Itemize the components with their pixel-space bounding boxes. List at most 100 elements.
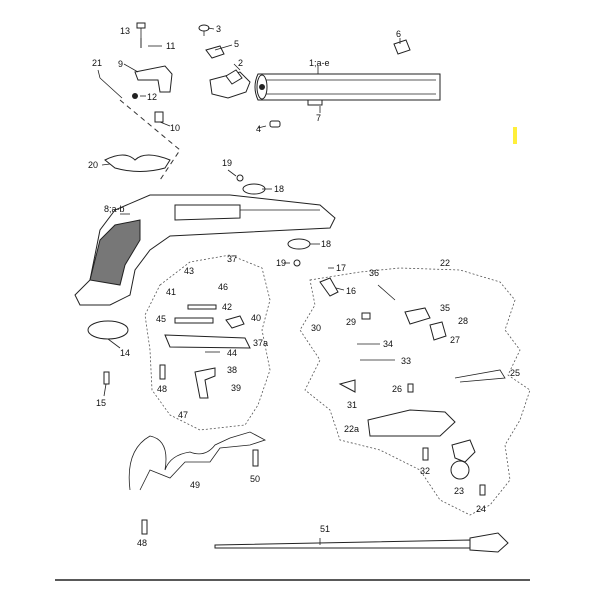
pin-part-29	[361, 312, 371, 320]
screw-part-19-bottom	[293, 259, 301, 267]
barrel	[254, 73, 441, 106]
side-plate-part-20	[104, 154, 171, 172]
label-32: 32	[420, 466, 430, 476]
label-18-top: 18	[274, 184, 284, 194]
ramrod-part-51	[214, 532, 509, 553]
rear-sight-part-9	[134, 65, 173, 93]
screw-part-32	[422, 447, 429, 461]
screw-part-48-b	[141, 519, 148, 535]
label-22a: 22a	[344, 424, 359, 434]
part-labels: 1;a-e 2 3 4 5 6 7 8;a-b 9 10 11 12 13 14…	[88, 24, 520, 548]
label-36: 36	[369, 268, 379, 278]
label-46: 46	[218, 282, 228, 292]
screw-part-15	[103, 371, 110, 385]
assembly-guide-line	[119, 99, 181, 181]
breech-plug	[209, 69, 251, 99]
trigger-guard-part-49	[128, 431, 267, 491]
label-38: 38	[227, 365, 237, 375]
wedge-part-4	[269, 120, 281, 128]
label-9: 9	[118, 59, 123, 69]
label-37a: 37a	[253, 338, 268, 348]
highlight-mark	[513, 127, 517, 144]
label-50: 50	[250, 474, 260, 484]
label-14: 14	[120, 348, 130, 358]
label-8: 8;a-b	[104, 204, 125, 214]
label-21: 21	[92, 58, 102, 68]
label-37: 37	[227, 254, 237, 264]
label-2: 2	[238, 58, 243, 68]
label-47: 47	[178, 410, 188, 420]
screw-part-48-a	[159, 364, 166, 380]
lock-region-outline	[299, 267, 531, 516]
mainspring-part-25	[454, 369, 506, 383]
label-42: 42	[222, 302, 232, 312]
screw-part-50	[252, 449, 259, 467]
pistol-stock	[74, 194, 336, 306]
label-6: 6	[396, 29, 401, 39]
label-19-bottom: 19	[276, 258, 286, 268]
trigger-part-38	[194, 367, 216, 399]
label-26: 26	[392, 384, 402, 394]
trigger-plate-37a	[164, 334, 251, 349]
lock-screw-part-16	[319, 277, 339, 297]
label-18-bottom: 18	[321, 239, 331, 249]
label-20: 20	[88, 160, 98, 170]
label-15: 15	[96, 398, 106, 408]
label-4: 4	[256, 124, 261, 134]
butt-cap-part-14	[87, 320, 129, 340]
label-41: 41	[166, 287, 176, 297]
label-33: 33	[401, 356, 411, 366]
label-17: 17	[336, 263, 346, 273]
label-11: 11	[166, 41, 175, 51]
label-13: 13	[120, 26, 130, 36]
label-35: 35	[440, 303, 450, 313]
label-3: 3	[216, 24, 221, 34]
ball-part-12	[132, 93, 138, 99]
escutcheon-part-18-bottom	[287, 238, 311, 250]
screw-part-21	[99, 77, 123, 99]
bridle-part-35	[404, 307, 431, 325]
label-45: 45	[156, 314, 166, 324]
sear-part-40	[225, 315, 245, 329]
label-10: 10	[170, 123, 180, 133]
pin-part-10	[154, 111, 164, 123]
fly-part-31	[338, 379, 356, 393]
lock-plate-part-22a	[367, 409, 456, 437]
front-sight-part-6	[393, 39, 411, 55]
label-49: 49	[190, 480, 200, 490]
hammer-part-27	[429, 321, 447, 341]
tumbler-part-23	[450, 439, 476, 480]
spring-part-36	[377, 284, 396, 301]
label-23: 23	[454, 486, 464, 496]
label-16: 16	[346, 286, 356, 296]
leader-lines	[97, 27, 401, 397]
screw-part-3	[198, 24, 210, 36]
escutcheon-part-18-top	[242, 183, 266, 195]
label-27: 27	[450, 335, 460, 345]
label-7: 7	[316, 113, 321, 123]
plate-part-45	[174, 317, 214, 324]
label-22: 22	[440, 258, 450, 268]
label-28: 28	[458, 316, 468, 326]
label-29: 29	[346, 317, 356, 327]
label-43: 43	[184, 266, 194, 276]
label-44: 44	[227, 348, 237, 358]
spring-part-42	[187, 304, 217, 310]
label-39: 39	[231, 383, 241, 393]
label-51: 51	[320, 524, 330, 534]
label-30: 30	[311, 323, 321, 333]
label-5: 5	[234, 39, 239, 49]
label-48-b: 48	[137, 538, 147, 548]
screw-part-26	[407, 383, 414, 393]
label-40: 40	[251, 313, 261, 323]
label-1: 1;a-e	[309, 58, 330, 68]
screw-part-24	[479, 484, 486, 496]
label-48-a: 48	[157, 384, 167, 394]
label-31: 31	[347, 400, 357, 410]
label-25: 25	[510, 368, 520, 378]
label-12: 12	[147, 92, 157, 102]
label-19-top: 19	[222, 158, 232, 168]
label-24: 24	[476, 504, 486, 514]
screw-part-19-top	[236, 174, 244, 182]
